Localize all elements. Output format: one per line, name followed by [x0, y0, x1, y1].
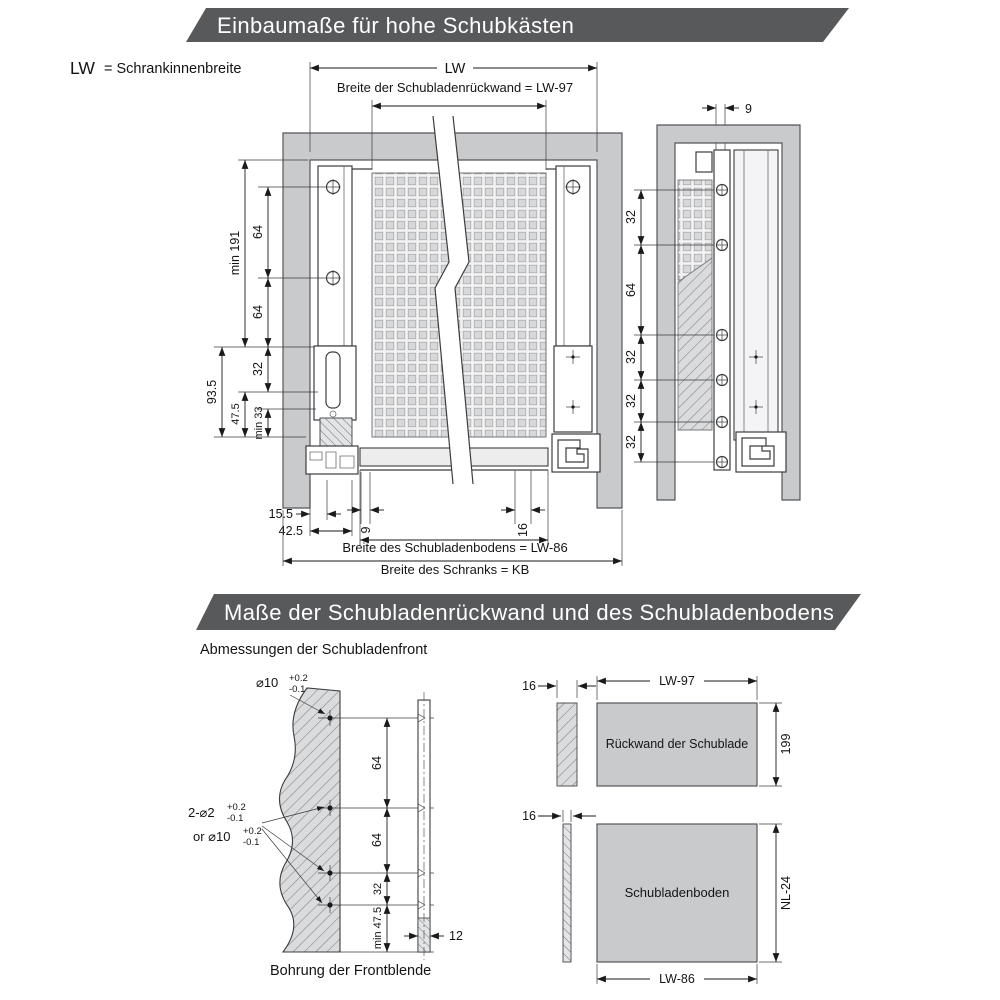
- rail-screws: [715, 183, 729, 469]
- drawer-side: [733, 149, 779, 441]
- dim-9-bottom: 9: [347, 472, 384, 533]
- dim-12: 12: [404, 929, 463, 943]
- side-view: 9 32: [624, 102, 801, 501]
- banner-top-title: Einbaumaße für hohe Schubkästen: [217, 13, 574, 38]
- right-slide-bracket: [546, 165, 601, 473]
- legend: LW = Schrankinnenbreite: [70, 58, 241, 78]
- bottom-panel-edge: [562, 823, 572, 963]
- back-width-label: Breite der Schubladenrückwand = LW-97: [337, 80, 573, 95]
- bottom-panel-drawing: 16 Schubladenboden NL-24 LW-86: [522, 809, 793, 986]
- dim-back-width: Breite der Schubladenrückwand = LW-97: [337, 80, 573, 170]
- rear-panel-edge: [556, 702, 578, 787]
- bottom-panel-face: [596, 823, 758, 963]
- mounting-hole-top: [325, 179, 341, 195]
- dim-64-bottom-label: 64: [251, 305, 265, 319]
- dim-47-5-label: 47.5: [230, 403, 242, 424]
- dia-small-tol-minus: -0.1: [227, 813, 243, 824]
- bottom-width-dim-label: LW-86: [659, 972, 695, 986]
- rear-width-label: LW-97: [659, 674, 695, 688]
- side-dim-9-label: 9: [745, 102, 752, 116]
- left-slide-bracket: [305, 165, 372, 475]
- top-bracket: [695, 151, 713, 173]
- dim-64-top-label: 64: [251, 225, 265, 239]
- legend-definition: = Schrankinnenbreite: [104, 61, 241, 77]
- rear-panel-drawing: 16 Rückwand der Schublade LW-97 199: [522, 674, 793, 787]
- side-dim-64-label: 64: [624, 283, 638, 297]
- dia-top-tol-minus: -0.1: [289, 684, 305, 695]
- dia-small-tol-plus: +0.2: [227, 802, 246, 813]
- rail-profile: [305, 445, 359, 475]
- mounting-hole: [565, 179, 581, 195]
- dim-16-label: 16: [516, 523, 530, 537]
- bottom-height-label: NL-24: [779, 876, 793, 910]
- legend-abbr: LW: [70, 58, 95, 78]
- side-dim-32-2-label: 32: [624, 350, 638, 364]
- front-panel-drawing: Abmessungen der Schubladenfront 64 64 32…: [188, 642, 463, 979]
- panel-dim-min-47-5-label: min 47.5: [372, 907, 384, 949]
- dim-lw-label: LW: [445, 61, 466, 77]
- dim-15-5-label: 15.5: [269, 507, 293, 521]
- dim-16-bottom: 16: [501, 470, 545, 537]
- screw-mark-lower: [566, 400, 580, 414]
- dim-bottom-width: Breite des Schubladenbodens = LW-86: [342, 470, 568, 555]
- side-dim-32-3-label: 32: [624, 394, 638, 408]
- panel-dim-64-bottom-label: 64: [370, 833, 384, 847]
- dia-alt-label: or ⌀10: [193, 829, 230, 844]
- dia-small-label: 2-⌀2: [188, 805, 215, 820]
- banner-top-shape: [186, 8, 849, 42]
- bottom-width-label: Breite des Schubladenbodens = LW-86: [342, 540, 567, 555]
- bottom-panel-label: Schubladenboden: [625, 885, 730, 900]
- side-dim-stack: 32 64 32 32 32: [624, 189, 714, 463]
- front-panel-caption: Bohrung der Frontblende: [270, 963, 431, 979]
- side-dim-32-4-label: 32: [624, 435, 638, 449]
- banner-section: Maße der Schubladenrückwand und des Schu…: [196, 594, 861, 630]
- front-panel-section: [278, 687, 341, 953]
- banner-top: Einbaumaße für hohe Schubkästen: [186, 8, 849, 42]
- panel-edge-view: [417, 692, 431, 960]
- leader-lines: [261, 806, 325, 904]
- cabinet-width-label: Breite des Schranks = KB: [381, 562, 530, 577]
- dia-alt-tol-plus: +0.2: [243, 826, 262, 837]
- dia-top-label: ⌀10: [256, 675, 278, 690]
- dia-alt-tol-minus: -0.1: [243, 837, 259, 848]
- dim-bottom-offsets: 15.5 42.5: [269, 480, 353, 538]
- rear-rail: [713, 149, 731, 471]
- back-panel-section-lower: [677, 257, 713, 431]
- bottom-thickness-label: 16: [522, 809, 536, 823]
- panel-dim-stack: 64 64 32 min 47.5: [370, 718, 391, 952]
- slide-section-hatch: [319, 417, 353, 447]
- front-view: LW Breite der Schubladenrückwand = LW-97…: [205, 61, 623, 577]
- dim-left-stack: min 191 64 64 32 min 33 93.5 47.5: [205, 159, 325, 440]
- panel-dim-32-label: 32: [372, 883, 384, 895]
- dim-32-label: 32: [251, 362, 265, 376]
- dia-top-tol-plus: +0.2: [289, 673, 308, 684]
- cabinet-body: [282, 132, 623, 509]
- rear-panel-face: [596, 702, 758, 787]
- screw-mark-upper: [566, 350, 580, 364]
- dim-42-5-label: 42.5: [279, 524, 303, 538]
- dim-lw: LW: [309, 61, 598, 152]
- dia-label-small: 2-⌀2 +0.2 -0.1: [188, 802, 246, 824]
- dim-min-33-label: min 33: [253, 406, 265, 439]
- rear-panel-label: Rückwand der Schublade: [606, 737, 748, 751]
- panel-dim-64-top-label: 64: [370, 756, 384, 770]
- dim-93-5-label: 93.5: [205, 380, 219, 404]
- side-dim-32-1-label: 32: [624, 210, 638, 224]
- rear-height-label: 199: [779, 734, 793, 755]
- dia-label-top: ⌀10 +0.2 -0.1: [256, 673, 326, 715]
- mounting-hole-bottom: [325, 270, 341, 286]
- front-panel-title: Abmessungen der Schubladenfront: [200, 642, 427, 658]
- dia-label-alt: or ⌀10 +0.2 -0.1: [193, 826, 262, 848]
- dim-cabinet-width: Breite des Schranks = KB: [282, 510, 623, 577]
- dim-12-label: 12: [449, 929, 463, 943]
- side-screw-marks: [749, 350, 763, 414]
- banner-section-title: Maße der Schubladenrückwand und des Schu…: [224, 600, 834, 625]
- dim-9-label: 9: [359, 526, 373, 533]
- dim-min-191-label: min 191: [228, 231, 242, 276]
- rail-profile-side: [735, 431, 787, 473]
- rear-thickness-label: 16: [522, 679, 536, 693]
- banner-section-shape: [196, 594, 861, 630]
- break-line: [432, 115, 474, 485]
